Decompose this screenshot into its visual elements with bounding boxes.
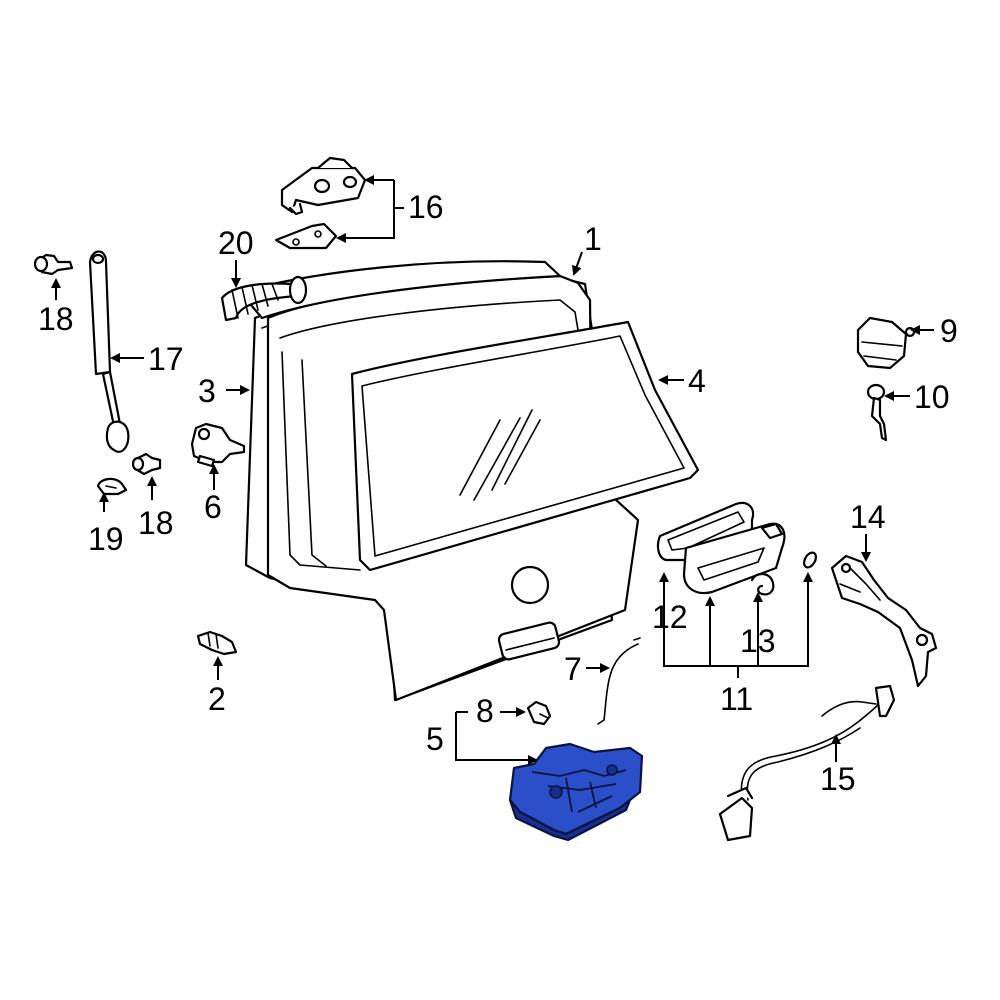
callout-18-upper: 18 xyxy=(38,301,74,337)
callout-19: 19 xyxy=(88,521,124,557)
callout-2: 2 xyxy=(208,681,226,717)
callout-4: 4 xyxy=(688,363,706,399)
callout-14: 14 xyxy=(850,499,886,535)
callout-16: 16 xyxy=(408,189,444,225)
latch-bolt[interactable] xyxy=(526,700,552,726)
hinge-gasket[interactable] xyxy=(274,222,338,250)
callout-8: 8 xyxy=(476,693,494,729)
handle-seal-ring[interactable] xyxy=(802,551,819,570)
lock-actuator[interactable] xyxy=(190,422,246,468)
hinge[interactable] xyxy=(280,156,367,216)
callout-15: 15 xyxy=(820,761,856,797)
license-light-housing xyxy=(497,621,561,661)
leader-lines xyxy=(51,175,934,765)
ball-stud-lower[interactable] xyxy=(131,452,162,476)
callout-5: 5 xyxy=(426,721,444,757)
retaining-clip[interactable] xyxy=(96,477,128,496)
callout-7: 7 xyxy=(564,651,582,687)
callout-3: 3 xyxy=(198,373,216,409)
callout-17: 17 xyxy=(148,341,184,377)
outside-handle[interactable] xyxy=(682,522,786,595)
callout-10: 10 xyxy=(914,379,950,415)
callout-labels: 1 2 3 4 5 6 7 8 9 10 11 12 13 14 15 16 1… xyxy=(38,189,958,797)
release-cable[interactable] xyxy=(718,684,896,842)
callout-6: 6 xyxy=(204,489,222,525)
callout-20: 20 xyxy=(218,225,254,261)
callout-18-lower: 18 xyxy=(138,505,174,541)
callout-12: 12 xyxy=(652,599,688,635)
liftgate-glass[interactable] xyxy=(350,320,700,572)
lock-rod[interactable] xyxy=(597,637,641,725)
callout-11: 11 xyxy=(720,681,753,717)
lock-switch[interactable] xyxy=(866,383,888,442)
latch-assembly[interactable] xyxy=(508,742,644,842)
emblem xyxy=(510,565,550,605)
adjustable-bumper[interactable] xyxy=(196,630,238,656)
ball-stud-upper[interactable] xyxy=(33,253,74,276)
callout-13: 13 xyxy=(740,623,776,659)
wiring-grommet[interactable] xyxy=(220,275,308,322)
lock-rod-assembly[interactable] xyxy=(830,554,938,688)
callout-9: 9 xyxy=(940,313,958,349)
handle-clip[interactable] xyxy=(750,572,775,596)
lock-cylinder[interactable] xyxy=(856,316,916,370)
callout-1: 1 xyxy=(584,221,602,257)
lift-support-strut[interactable] xyxy=(88,250,130,453)
